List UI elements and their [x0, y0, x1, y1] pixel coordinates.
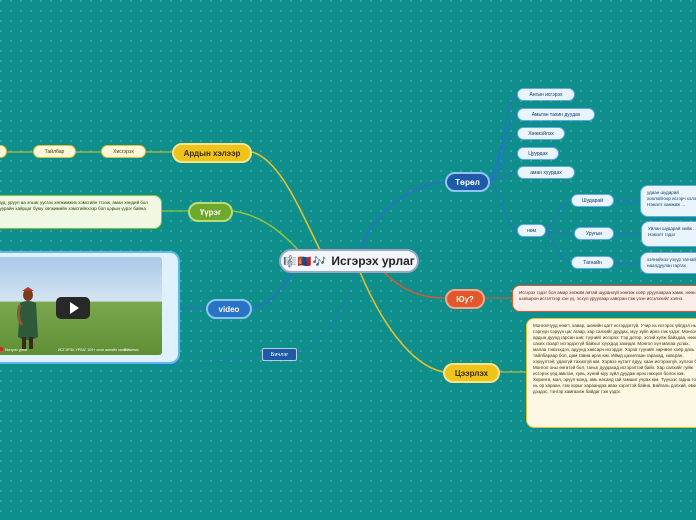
video-thumbnail[interactable]: Исгэрэх урлаг ИСГЭРЭХ УРЛАГ 100+ олон жи…	[0, 257, 162, 355]
link-bilgeg	[296, 272, 356, 354]
uureg-description: шуд, уруул аа эгшиг уусгах хөгжимжих хэм…	[0, 195, 162, 229]
nom-item-label[interactable]: Уругын	[574, 227, 614, 240]
link-uureg	[232, 210, 301, 253]
toril-item[interactable]: аман хуурдах	[517, 166, 575, 179]
link-toril	[359, 180, 446, 251]
branch-toril[interactable]: Төрөл	[445, 172, 490, 192]
nom-node[interactable]: нөм	[517, 224, 546, 237]
link-tserleh	[359, 271, 444, 373]
central-topic[interactable]: 🎼🇲🇳🎶 Исгэрэх урлаг	[279, 249, 419, 273]
ardyn-item[interactable]: Тайлбар	[33, 145, 76, 158]
branch-ardyn[interactable]: Ардын хэлээр	[172, 143, 252, 163]
branch-video[interactable]: video	[206, 299, 252, 319]
person-figure	[16, 287, 38, 349]
youtube-icon	[0, 347, 3, 351]
video-caption-brand: © Чингис	[124, 348, 139, 352]
music-flag-icon: 🎼🇲🇳🎶	[283, 255, 328, 268]
tserleh-description: Монголчууд нөөгт, хавар, шөнийн цагт исг…	[526, 318, 696, 428]
toril-item[interactable]: Цуурдах	[517, 147, 559, 160]
play-button[interactable]	[56, 297, 90, 319]
nom-item-label[interactable]: Шударай	[571, 194, 614, 207]
link-yu	[379, 267, 446, 299]
yu-description: Исгэрэх гэдэг бол амар хөгжим аятай шура…	[512, 285, 696, 312]
link-video	[251, 269, 296, 309]
central-topic-title: Исгэрэх урлаг	[331, 254, 415, 268]
toril-item[interactable]: Ангын исгэрэх	[517, 88, 575, 101]
video-caption-right: ИСГЭРЭХ УРЛАГ 100+ олон жилийн хөгжил	[58, 348, 130, 352]
branch-yu[interactable]: Юу?	[445, 289, 485, 309]
video-caption-left: Исгэрэх урлаг	[5, 348, 28, 352]
nom-item-description: удаан шударай хоолойгоор исгэрч хэлэх, Н…	[640, 185, 696, 217]
video-embed[interactable]: Исгэрэх урлаг ИСГЭРЭХ УРЛАГ 100+ олон жи…	[0, 251, 180, 364]
ardyn-item[interactable]: Хисгэрэх	[101, 145, 146, 158]
branch-tserleh[interactable]: Цээрлэх	[443, 363, 500, 383]
nom-item-description: Уйлан шударай хийж ..., Нэмэлт гэдэг	[641, 221, 696, 247]
branch-uureg[interactable]: Үүрэг	[188, 202, 233, 222]
bilgeg-label[interactable]: Бичлэг	[262, 348, 297, 361]
link-ardyn	[251, 151, 321, 251]
link-bilgeg-video	[151, 355, 263, 366]
nom-item-label[interactable]: Тагнайн	[571, 256, 614, 269]
nom-item-description: хэлнийхээ үзүүр тагнайд наалдуулан гарга…	[640, 252, 696, 274]
toril-item[interactable]: Амьтан тахин дуудах	[517, 108, 595, 121]
toril-item[interactable]: Хөөмэйлэх	[517, 127, 565, 140]
